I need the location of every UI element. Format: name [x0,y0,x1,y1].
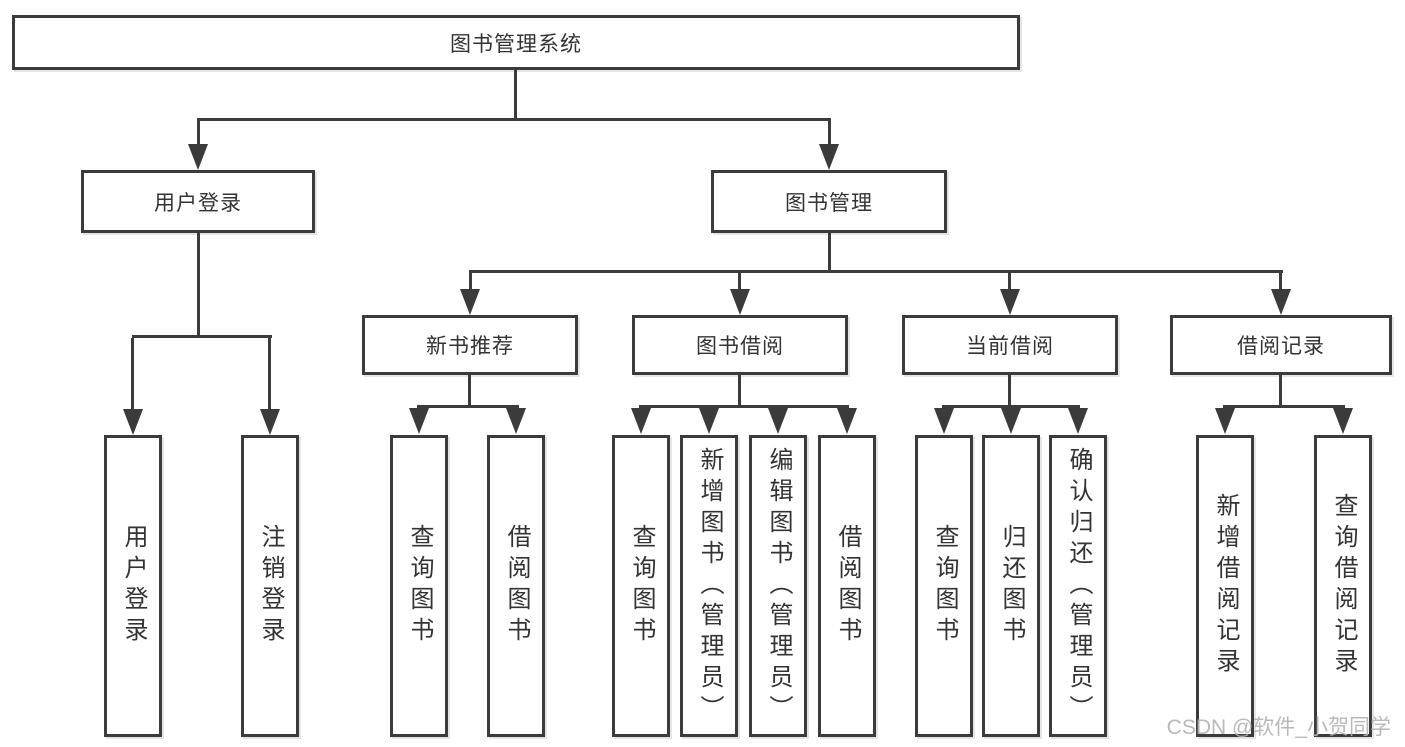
connector-line [131,338,134,411]
connector-line [639,405,849,408]
arrow-down-icon [260,409,280,435]
arrow-down-icon [1333,408,1353,434]
node-book-management: 图书管理 [711,170,947,233]
node-current-borrowing: 当前借阅 [902,315,1118,375]
leaf-confirm-return-admin: 确认归还（管理员） [1049,435,1107,737]
arrow-down-icon [1000,289,1020,315]
connector-line [828,233,831,273]
connector-line [1279,273,1282,291]
leaf-query-borrow-record: 查询借阅记录 [1314,435,1372,737]
connector-line [738,375,741,408]
arrow-down-icon [188,144,208,170]
leaf-label: 新增借阅记录 [1212,493,1239,679]
leaf-query-books: 查询图书 [612,435,670,737]
leaf-borrow-books: 借阅图书 [487,435,545,737]
node-borrowing-records: 借阅记录 [1170,315,1392,375]
node-new-book-recommendation: 新书推荐 [362,315,578,375]
leaf-add-borrow-record: 新增借阅记录 [1196,435,1254,737]
connector-line [417,405,519,408]
arrow-down-icon [506,408,526,434]
connector-line [514,70,517,121]
connector-line [469,273,472,291]
leaf-borrow-books: 借阅图书 [818,435,876,737]
arrow-down-icon [123,409,143,435]
connector-line [738,273,741,291]
leaf-user-login: 用户登录 [104,435,162,737]
connector-line [468,375,471,408]
arrow-down-icon [631,408,651,434]
connector-line [268,338,271,411]
connector-line [1008,375,1011,408]
connector-line [1279,375,1282,408]
node-book-borrowing: 图书借阅 [632,315,848,375]
connector-line [132,335,272,338]
leaf-query-books: 查询图书 [915,435,973,737]
arrow-down-icon [730,289,750,315]
leaf-label: 新增图书（管理员） [696,446,723,726]
connector-line [1008,273,1011,291]
connector-line [469,270,1283,273]
leaf-label: 用户登录 [120,524,147,648]
connector-line [197,121,200,146]
connector-line [197,233,200,337]
arrow-down-icon [768,408,788,434]
watermark: CSDN @软件_小贺同学 [1166,716,1391,739]
leaf-label: 查询借阅记录 [1330,493,1357,679]
leaf-edit-books-admin: 编辑图书（管理员） [749,435,807,737]
connector-line [942,405,1080,408]
leaf-label: 查询图书 [628,524,655,648]
leaf-return-books: 归还图书 [982,435,1040,737]
arrow-down-icon [1001,408,1021,434]
connector-line [828,121,831,146]
leaf-label: 确认归还（管理员） [1065,446,1092,726]
arrow-down-icon [460,289,480,315]
arrow-down-icon [819,144,839,170]
node-library-management-system: 图书管理系统 [12,15,1020,70]
leaf-label: 归还图书 [998,524,1025,648]
arrow-down-icon [699,408,719,434]
leaf-label: 编辑图书（管理员） [765,446,792,726]
leaf-label: 查询图书 [406,524,433,648]
leaf-label: 借阅图书 [834,524,861,648]
connector-line [1223,405,1345,408]
node-user-login: 用户登录 [81,170,315,233]
arrow-down-icon [1215,408,1235,434]
leaf-label: 查询图书 [931,524,958,648]
arrow-down-icon [837,408,857,434]
leaf-add-books-admin: 新增图书（管理员） [680,435,738,737]
arrow-down-icon [1068,408,1088,434]
arrow-down-icon [934,408,954,434]
leaf-query-books: 查询图书 [390,435,448,737]
leaf-logout: 注销登录 [241,435,299,737]
connector-line [197,118,831,121]
leaf-label: 注销登录 [257,524,284,648]
leaf-label: 借阅图书 [503,524,530,648]
arrow-down-icon [409,408,429,434]
arrow-down-icon [1271,289,1291,315]
